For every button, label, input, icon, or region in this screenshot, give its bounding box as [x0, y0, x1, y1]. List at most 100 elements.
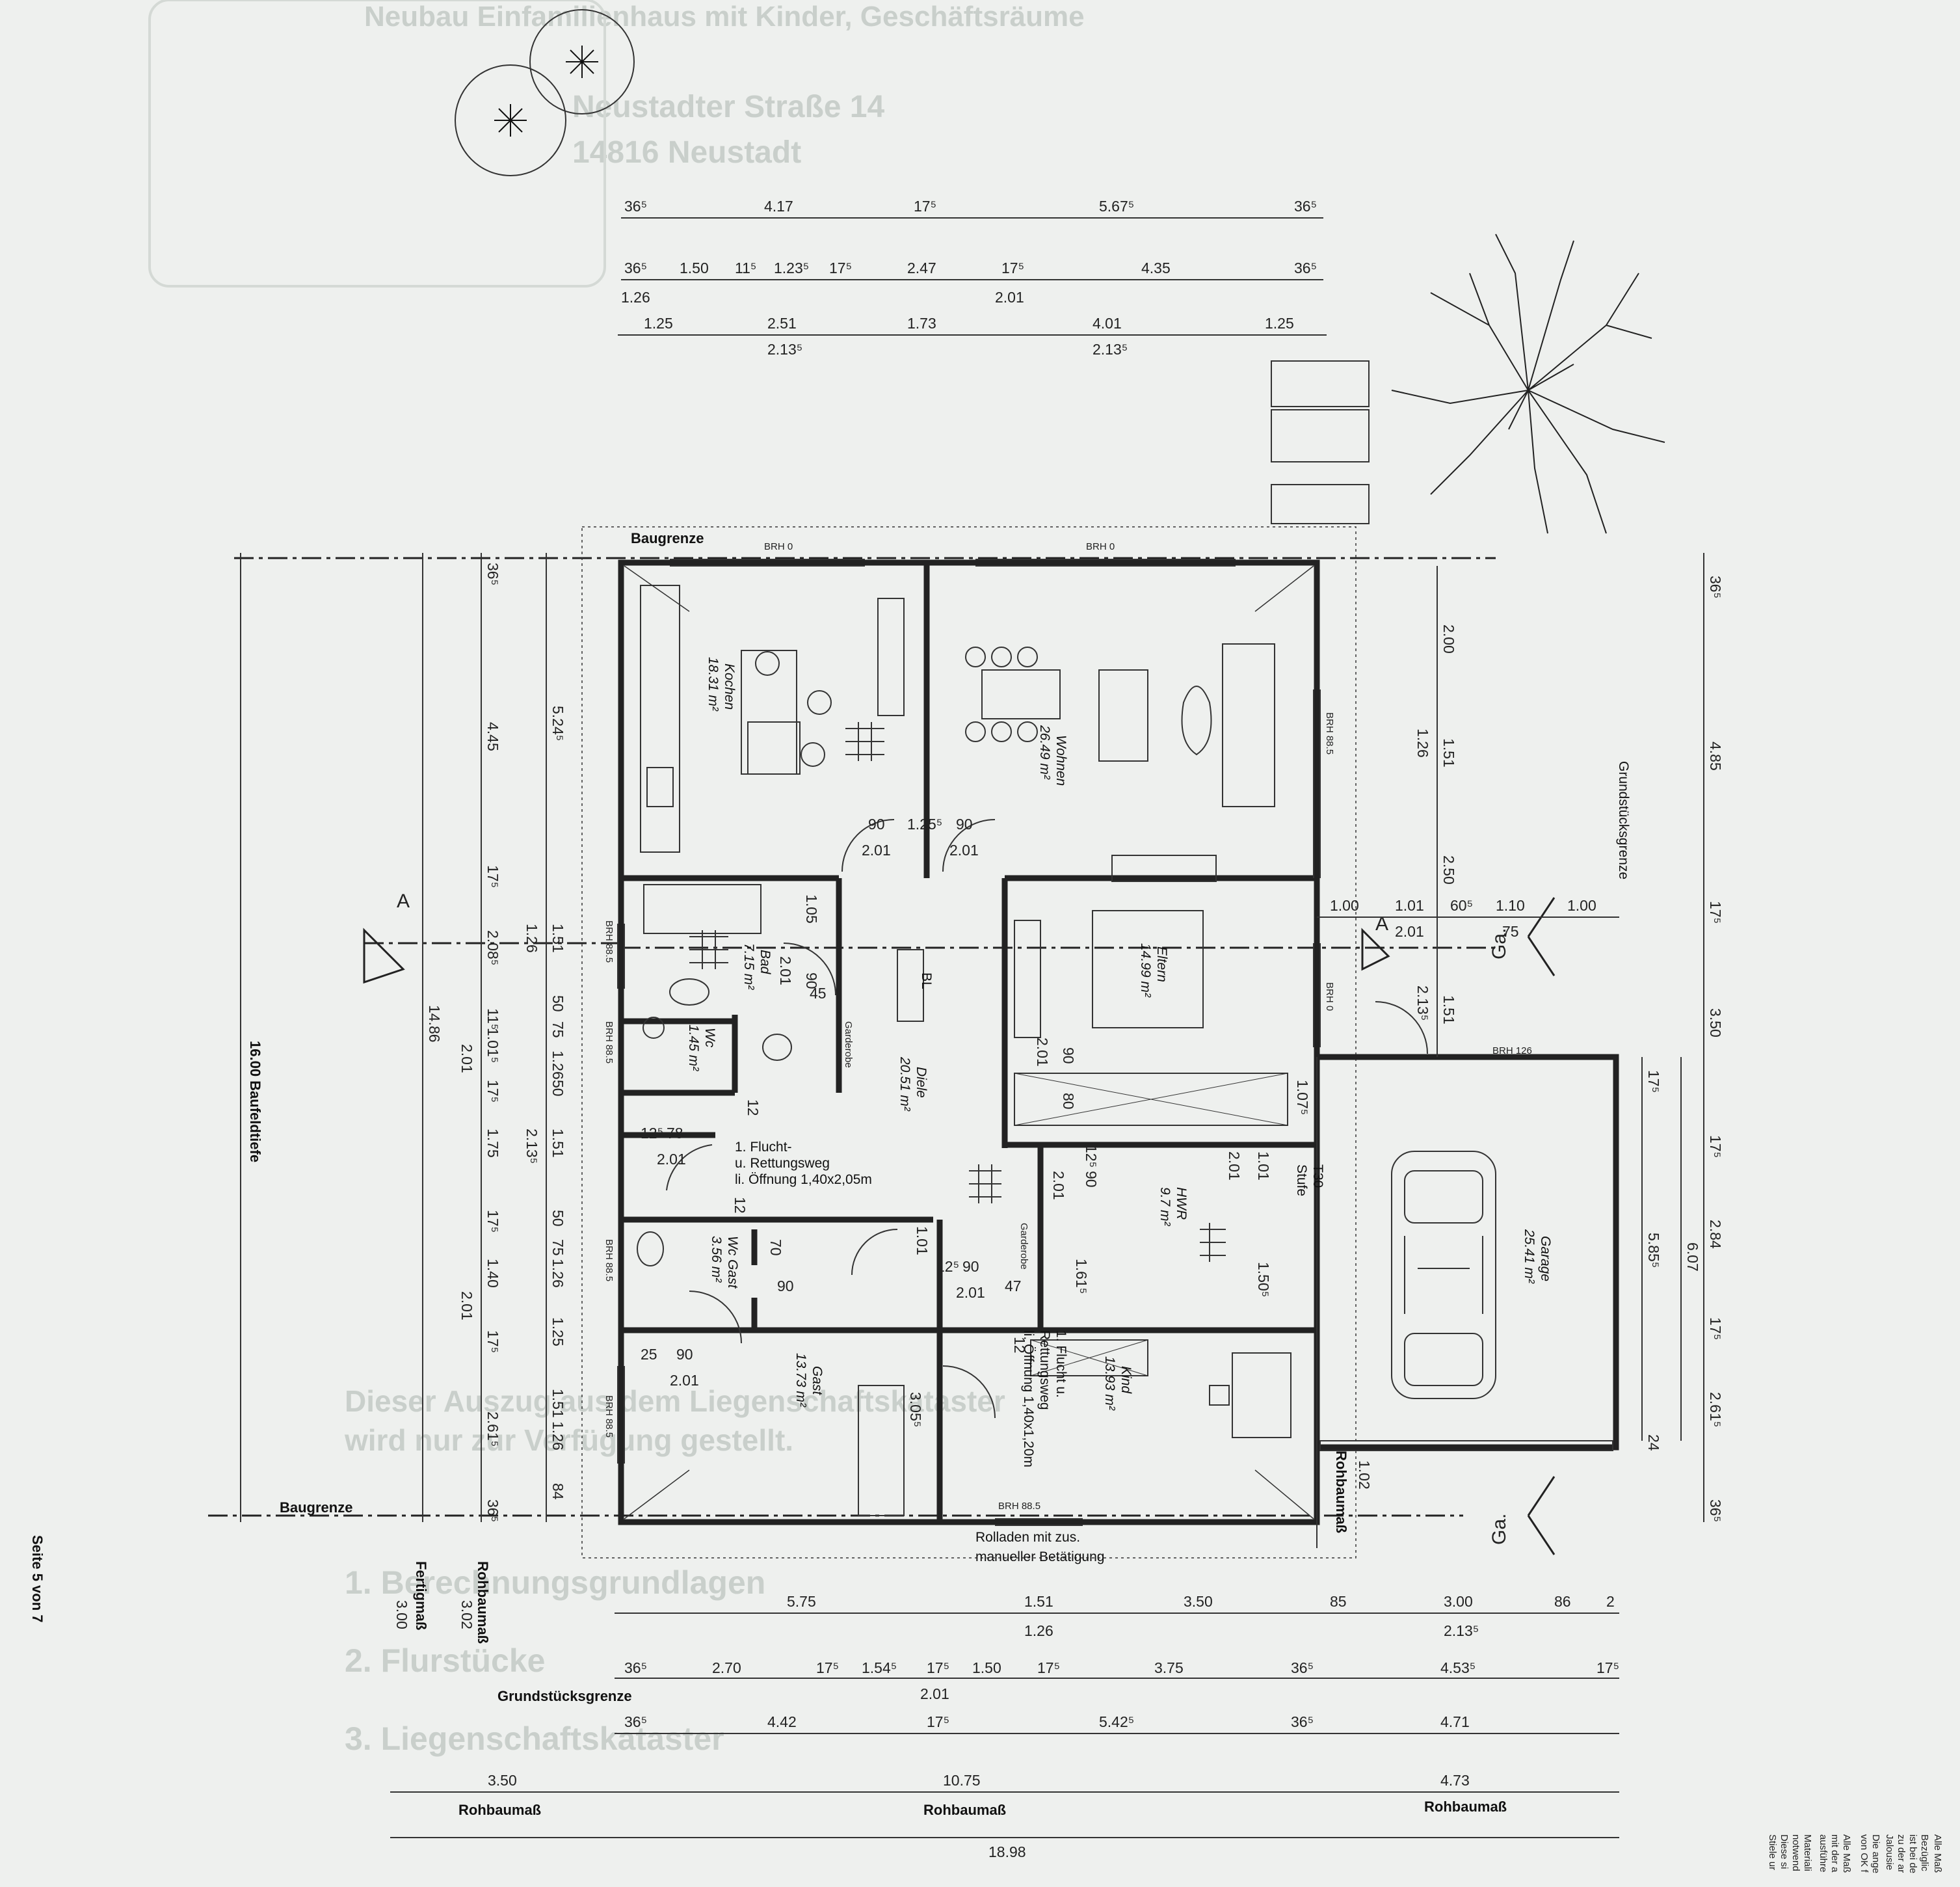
page-number: Seite 5 von 7 — [29, 1535, 46, 1623]
room-hwr-name: HWR — [1174, 1187, 1189, 1220]
room-eltern-area: 14.99 m² — [1138, 943, 1153, 998]
text-dims_left-c2-8: 2.13⁵ — [523, 1129, 540, 1164]
text-dims_top-r1-2: 17⁵ — [914, 198, 936, 215]
faint-item-1: 1. Berechnungsgrundlagen — [345, 1564, 765, 1601]
text-dims_bottom-r2-6: 17⁵ — [1037, 1659, 1060, 1676]
text-dims_top-r2-8: 36⁵ — [1294, 260, 1317, 276]
text-dims_bottom-r5-0: 18.98 — [988, 1843, 1026, 1860]
text-openings-28: 47 — [1005, 1278, 1022, 1294]
ga-label-bottom: Ga. — [1489, 1514, 1510, 1545]
dim-lines-left: 14.86 36⁵ 4.45 17⁵ 2.08⁵ 11⁵ 1.01⁵ 17⁵ 1… — [240, 553, 566, 1629]
text-dims_bottom-r2-9: 4.53⁵ — [1440, 1659, 1476, 1676]
rolladen-line-2: manueller Betätigung — [975, 1549, 1104, 1564]
grundstuecksgrenze-bottom: Grundstücksgrenze — [497, 1688, 632, 1704]
text-openings-10: 90 — [1060, 1047, 1077, 1064]
room-diele-area: 20.51 m² — [897, 1056, 912, 1112]
faint-item-2: 2. Flurstücke — [345, 1642, 545, 1679]
text-openings-18: 90 — [1083, 1171, 1100, 1188]
text-dims_bottom-r2-4: 17⁵ — [927, 1659, 949, 1676]
text-openings-15: 2.01 — [657, 1151, 686, 1168]
text-dims_bottom-r2-7: 3.75 — [1154, 1659, 1184, 1676]
text-openings-12: 1.07⁵ — [1294, 1080, 1311, 1115]
room-wc-area: 1.45 m² — [686, 1024, 701, 1071]
brh0-label-b: BRH 0 — [1086, 541, 1115, 552]
text-notes_rot-12: Diese si — [1779, 1834, 1790, 1869]
text-openings-19: 2.01 — [1050, 1171, 1067, 1200]
kind-flucht-2: Rettungsweg — [1037, 1330, 1052, 1410]
text-dims_bottom-r3-3: 5.42⁵ — [1099, 1713, 1134, 1730]
text-dims_right-inner-2: 1.26 — [1414, 729, 1431, 758]
text-dims_right-inner-1: 1.51 — [1440, 738, 1457, 768]
garderobe-label-1: Garderobe — [843, 1021, 854, 1068]
text-dims_bottom-r2-2: 17⁵ — [816, 1659, 839, 1676]
tree-small-icon — [455, 9, 635, 176]
text-dims_bottom-r3-0: 36⁵ — [624, 1713, 647, 1730]
text-notes_rot-6: von OK f — [1859, 1834, 1870, 1873]
bathroom-fixtures — [637, 884, 792, 1266]
dim-lines-top: 36⁵ 4.17 17⁵ 5.67⁵ 36⁵ 36⁵ 1.50 11⁵ 1.23… — [618, 198, 1327, 358]
room-wcgast-name: Wc Gast — [725, 1236, 740, 1289]
brh0-label-c: BRH 0 — [1324, 982, 1335, 1011]
room-garage-name: Garage — [1538, 1236, 1553, 1281]
terrace-furniture — [1271, 360, 1370, 524]
opening-dims: 90 1.25⁵ 90 2.01 2.01 1.05 90 2.01 45 2.… — [641, 816, 1311, 1427]
text-dims_top-r2-3: 1.23⁵ — [774, 260, 809, 276]
text-openings-21: 2.01 — [1226, 1151, 1243, 1181]
text-dims_left-c1-1: 4.45 — [484, 722, 501, 751]
room-kind-name: Kind — [1119, 1366, 1133, 1394]
text-dims_left-c2-6: 50 — [550, 1080, 566, 1097]
baugrenze-left-label: Baugrenze — [280, 1499, 352, 1516]
text-notes_rot-9: ausführe — [1818, 1834, 1829, 1872]
text-dims_left-c2-9: 50 — [550, 1210, 566, 1227]
text-dims_left-c1-0: 36⁵ — [484, 563, 501, 585]
text-openings-32: 25 — [641, 1346, 657, 1363]
text-dims_bottom-r1-2: 3.50 — [1184, 1593, 1213, 1610]
text-dims_left-c2-2: 1.26 — [523, 924, 540, 953]
text-openings-27: 2.01 — [956, 1284, 985, 1301]
text-dims_top-r2-7: 4.35 — [1141, 260, 1171, 276]
text-dims_top-r2-1: 1.50 — [680, 260, 709, 276]
text-dims_right-row-5: 2.01 — [1395, 923, 1424, 940]
text-openings-7: 2.01 — [777, 956, 794, 985]
text-dims_left-c2-11: 1.26 — [550, 1259, 566, 1288]
text-dims_right-outer-5: 2.84 — [1707, 1220, 1724, 1249]
faint-city: 14816 Neustadt — [572, 135, 801, 170]
text-openings-3: 2.01 — [862, 842, 891, 859]
baugrenze-dotted-frame — [581, 526, 1357, 1559]
text-dims_right-row-6: 75 — [1502, 923, 1519, 940]
text-dims_bottom-r2-5: 1.50 — [972, 1659, 1001, 1676]
text-dims_right-row-0: 1.00 — [1330, 897, 1359, 914]
rohbaumass-garage: Rohbaumaß — [1333, 1451, 1349, 1533]
text-notes_rot-4: Jalousie — [1884, 1834, 1895, 1870]
room-kochen-area: 18.31 m² — [706, 657, 721, 712]
brh885-label-f: BRH 88.5 — [998, 1501, 1040, 1512]
text-dims_bottom-r1b-1: 2.13⁵ — [1444, 1622, 1479, 1639]
brh885-label-e: BRH 88.5 — [603, 1395, 615, 1438]
brh885-label-a: BRH 88.5 — [1324, 712, 1335, 755]
kind-flucht-3: li. Öffnung 1,40x1,20m — [1021, 1330, 1036, 1467]
flucht-line-3: li. Öffnung 1,40x2,05m — [735, 1172, 872, 1187]
text-dims_left-c2-14: 1.26 — [550, 1421, 566, 1451]
text-notes_rot-11: notwend — [1790, 1834, 1801, 1871]
text-openings-22: 1.01 — [914, 1226, 931, 1255]
guest-kid-furniture — [858, 1339, 1291, 1516]
text-notes_rot-2: ist bei de — [1907, 1834, 1918, 1873]
text-openings-29: 70 — [767, 1239, 784, 1256]
text-dims_right-inner-3: 2.50 — [1440, 855, 1457, 885]
text-dims_left-c1b-1: 2.01 — [458, 1291, 475, 1320]
room-wohnen-area: 26.49 m² — [1037, 725, 1052, 780]
text-dims_right-outer-7: 2.61⁵ — [1707, 1392, 1724, 1427]
text-notes_rot-5: Die ange — [1870, 1834, 1881, 1873]
text-dims_bottom-r1-4: 3.00 — [1444, 1593, 1473, 1610]
rohbaumass-right: Rohbaumaß — [1424, 1799, 1507, 1815]
text-dims_left-c2-13: 1.51 — [550, 1389, 566, 1418]
corner-diagonals — [624, 565, 1314, 1519]
car-icon — [1391, 1151, 1496, 1399]
rohbaumass-side: Rohbaumaß — [475, 1561, 491, 1644]
rohbaumass-left: Rohbaumaß — [458, 1802, 541, 1818]
text-dims_top-r2b-0: 1.26 — [621, 289, 650, 306]
faint-note-1: Dieser Auszug aus dem Liegenschaftskatas… — [345, 1384, 1005, 1418]
text-dims_left-side-0: 3.02 — [458, 1600, 475, 1629]
text-dims_left-c1-9: 1.40 — [484, 1259, 501, 1288]
room-hwr-area: 9.7 m² — [1158, 1187, 1172, 1227]
